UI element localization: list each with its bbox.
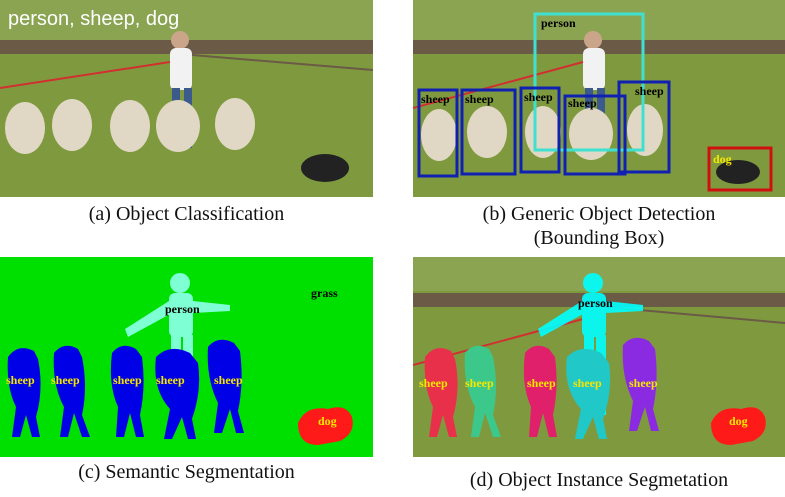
person-instance-label: person (578, 296, 613, 310)
sheep-box-label: sheep (568, 96, 597, 110)
dog-box-label: dog (713, 152, 732, 166)
dog-instance (711, 407, 766, 445)
classification-label: person, sheep, dog (8, 8, 179, 30)
person-box-label: person (541, 16, 576, 30)
sheep-instance-label: sheep (465, 376, 494, 390)
detection-image: person sheep sheep sheep sheep sheep dog (413, 0, 785, 197)
sheep-label: sheep (156, 373, 185, 387)
sheep-instance-label: sheep (527, 376, 556, 390)
instance-segmentation-image: person sheep sheep sheep sheep sheep dog (413, 257, 785, 457)
dog-label: dog (318, 414, 337, 428)
grass-label: grass (311, 286, 338, 300)
caption-d: (d) Object Instance Segmetation (469, 469, 729, 491)
sheep-instance-label: sheep (629, 376, 658, 390)
sheep-label: sheep (51, 373, 80, 387)
sheep-bounding-box (617, 80, 671, 174)
sheep-instance-3 (523, 345, 557, 437)
caption-c: (c) Semantic Segmentation (78, 461, 295, 483)
sheep-box-label: sheep (635, 84, 664, 98)
sheep-group (5, 98, 255, 154)
sheep-bounding-box (417, 88, 459, 178)
sheep-instance-5 (622, 337, 659, 431)
sheep-box-label: sheep (524, 90, 553, 104)
dog-region (298, 407, 353, 445)
panel-b-detection: person sheep sheep sheep sheep sheep dog (413, 0, 785, 197)
sheep-regions (7, 339, 244, 439)
sheep-bounding-box (563, 94, 627, 176)
semantic-segmentation-image: grass person sheep sheep sheep sheep she… (0, 257, 373, 457)
sheep-box-label: sheep (465, 92, 494, 106)
classification-image: person, sheep, dog (0, 0, 373, 197)
dog-instance-label: dog (729, 414, 748, 428)
person-label: person (165, 302, 200, 316)
sheep-instance-label: sheep (419, 376, 448, 390)
sheep-instance-label: sheep (573, 376, 602, 390)
panel-a-classification: person, sheep, dog (0, 0, 373, 197)
dog-bounding-box (707, 146, 773, 192)
sheep-instance-1 (424, 348, 458, 437)
sheep-instance-2 (464, 345, 501, 437)
panel-d-instance-segmentation: person sheep sheep sheep sheep sheep dog (413, 257, 785, 457)
panel-c-semantic-segmentation: grass person sheep sheep sheep sheep she… (0, 257, 373, 457)
caption-a: (a) Object Classification (88, 203, 285, 225)
sheep-label: sheep (6, 373, 35, 387)
sheep-label: sheep (113, 373, 142, 387)
sheep-label: sheep (214, 373, 243, 387)
dog-figure (301, 154, 349, 182)
sheep-box-label: sheep (421, 92, 450, 106)
sheep-bounding-box (519, 86, 561, 174)
sheep-instance-4 (566, 348, 611, 439)
caption-b: (b) Generic Object Detection (Bounding B… (482, 203, 716, 249)
sheep-bounding-box (460, 88, 517, 176)
